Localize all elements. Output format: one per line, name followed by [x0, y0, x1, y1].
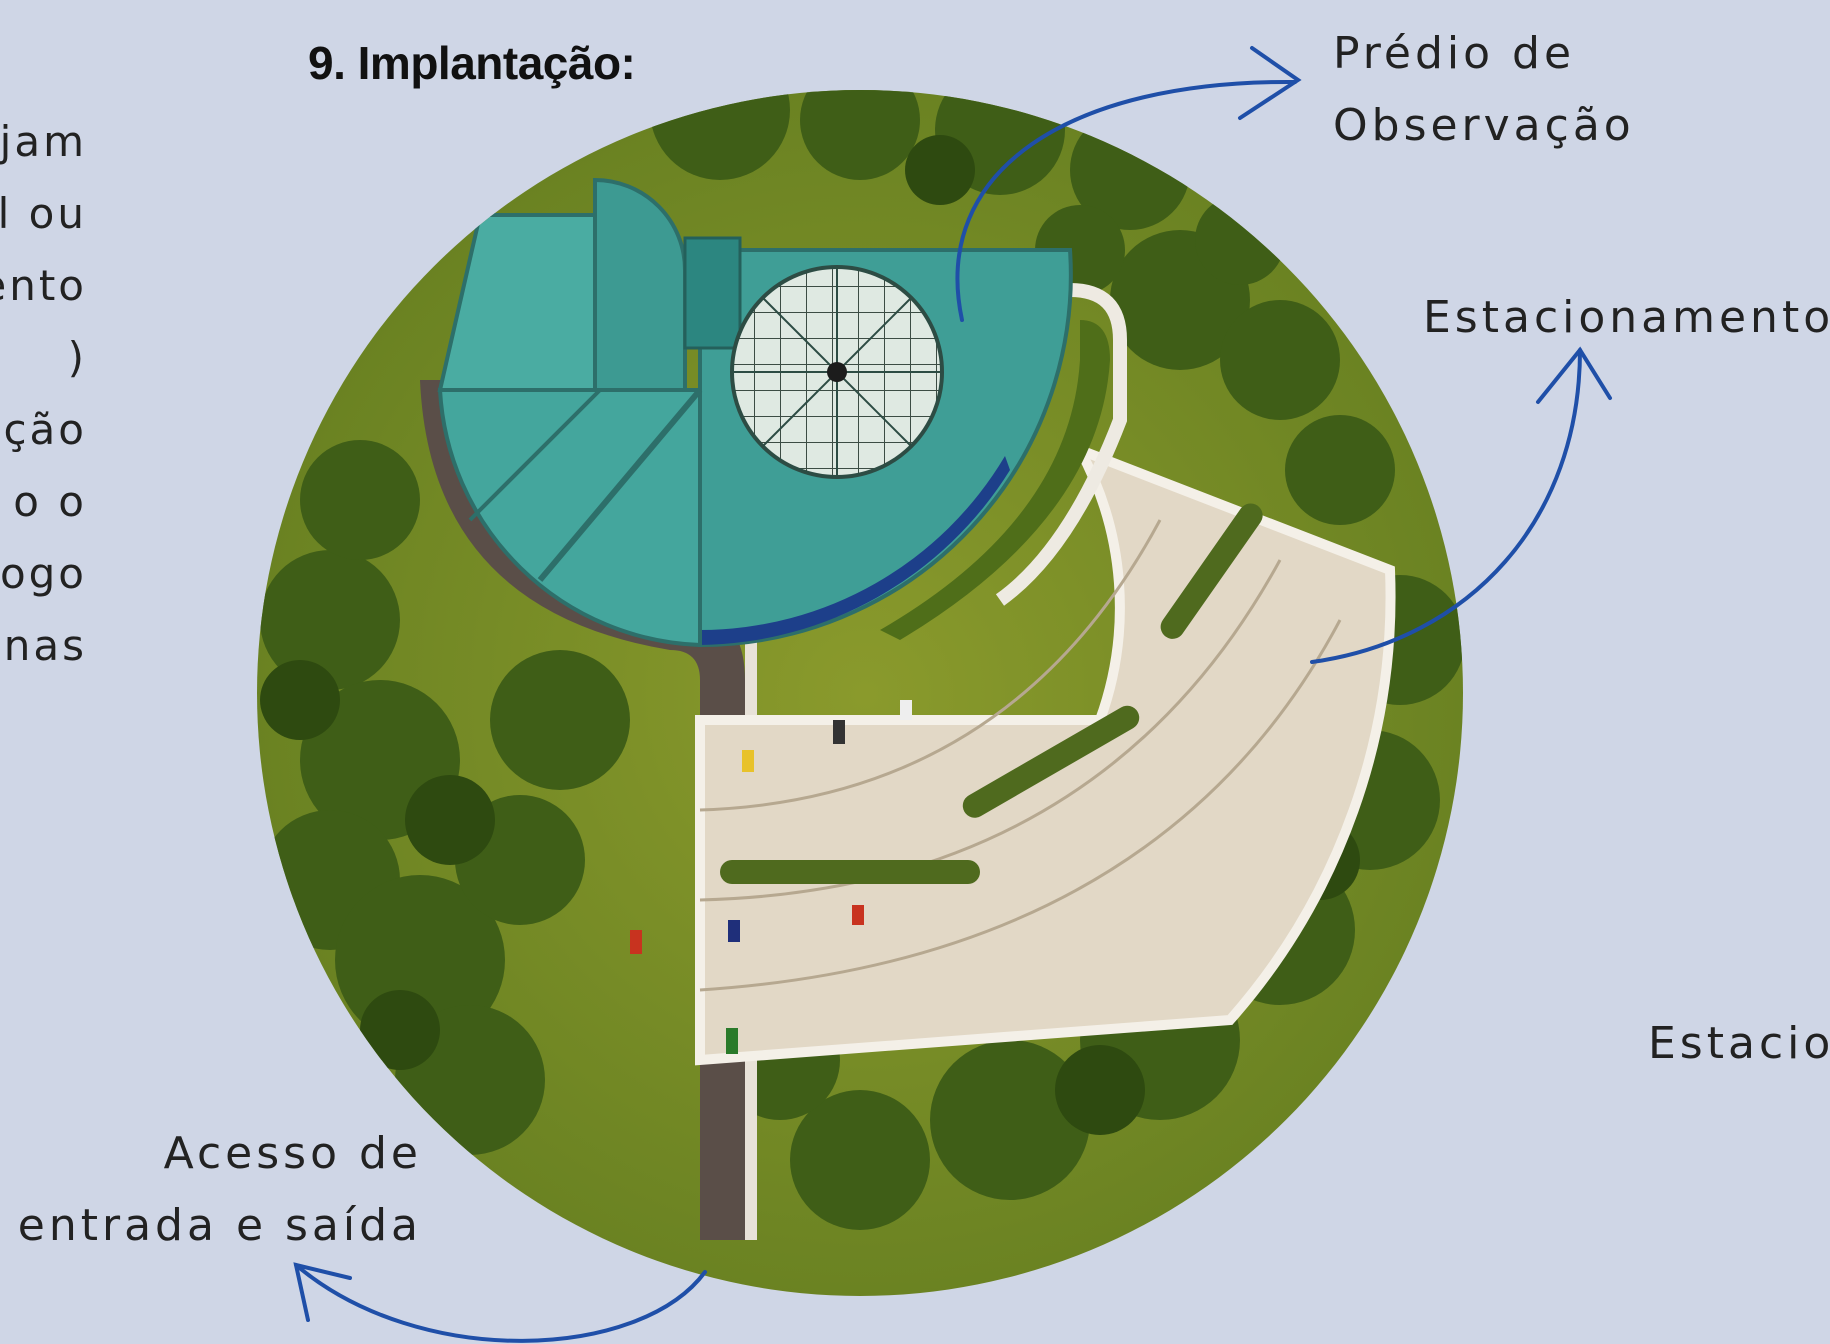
section-title: 9. Implantação:	[308, 37, 636, 89]
arrowhead-parking	[1536, 346, 1612, 404]
left-text-line: )	[67, 333, 87, 382]
label-parking-cropped: Estacior	[1648, 1018, 1830, 1069]
left-text-line: o o	[13, 477, 87, 526]
arrow-parking	[1310, 348, 1582, 664]
label-observation-building: Prédio de Observação	[1333, 18, 1635, 162]
left-text-line: ento	[0, 261, 87, 310]
arrowhead-observation	[1238, 46, 1302, 120]
annotation-arrows	[293, 46, 1612, 1343]
arrow-observation	[955, 79, 1297, 322]
left-text-line: ogo	[0, 549, 87, 598]
label-line: entrada e saída	[17, 1200, 422, 1251]
parking-lines	[699, 519, 1342, 992]
arrowhead-access	[293, 1262, 352, 1322]
left-text-line: nas	[3, 621, 87, 670]
left-text-line: ção	[3, 405, 87, 454]
label-access: Acesso de entrada e saída	[18, 1118, 422, 1262]
label-line: Acesso de	[163, 1128, 422, 1179]
aerial-render	[257, 90, 1463, 1296]
access-road	[420, 380, 745, 1240]
palm-rows	[720, 503, 1263, 884]
left-text-line: l ou	[0, 189, 87, 238]
left-paragraph-cropped: jam l ou ento ) ção o o ogo nas	[0, 106, 87, 682]
arrow-access	[294, 1263, 707, 1343]
label-line: Observação	[1333, 100, 1635, 151]
left-text-line: jam	[0, 117, 87, 166]
label-parking: Estacionamento	[1423, 292, 1830, 343]
label-line: Prédio de	[1333, 28, 1576, 79]
